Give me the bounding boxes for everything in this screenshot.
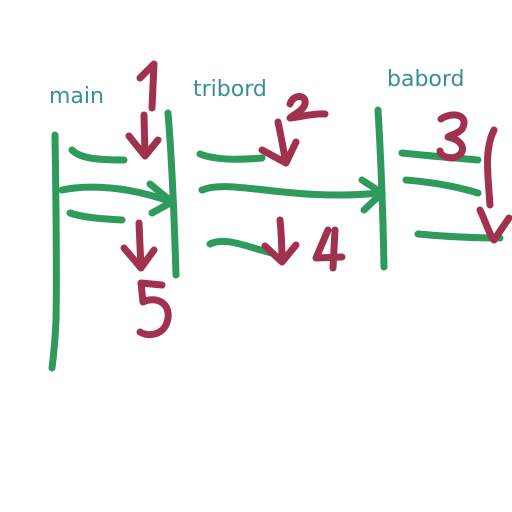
annotation-number-4 <box>312 226 346 272</box>
main-commit-stroke-2 <box>66 209 126 224</box>
annotation-arrow-1 <box>125 111 162 160</box>
annotation-number-2 <box>286 93 329 122</box>
annotation-arrow-3 <box>476 126 512 244</box>
main-commit-stroke-1 <box>68 146 128 164</box>
annotation-arrow-2 <box>258 118 300 167</box>
annotations <box>120 60 512 339</box>
annotation-number-5 <box>136 279 172 339</box>
branch-lines <box>48 106 504 372</box>
label-tribord: tribord <box>193 77 267 102</box>
merge-arrowhead-main <box>146 180 176 217</box>
annotation-number-3 <box>436 111 468 162</box>
merge-arrow-main-to-tribord <box>58 183 176 206</box>
label-babord: babord <box>387 67 465 92</box>
babord-commit-stroke-2 <box>402 176 482 197</box>
merge-arrow-tribord-to-babord <box>198 183 384 199</box>
branch-line-babord <box>374 106 388 271</box>
tribord-commit-stroke-1 <box>196 150 266 163</box>
branch-line-tribord <box>164 109 180 279</box>
annotation-arrow-4 <box>261 216 300 266</box>
label-main: main <box>49 84 104 109</box>
annotation-arrow-5 <box>120 219 158 272</box>
annotation-number-1 <box>136 60 158 112</box>
branch-line-main <box>48 131 60 372</box>
merge-arrowhead-tribord <box>358 176 386 214</box>
